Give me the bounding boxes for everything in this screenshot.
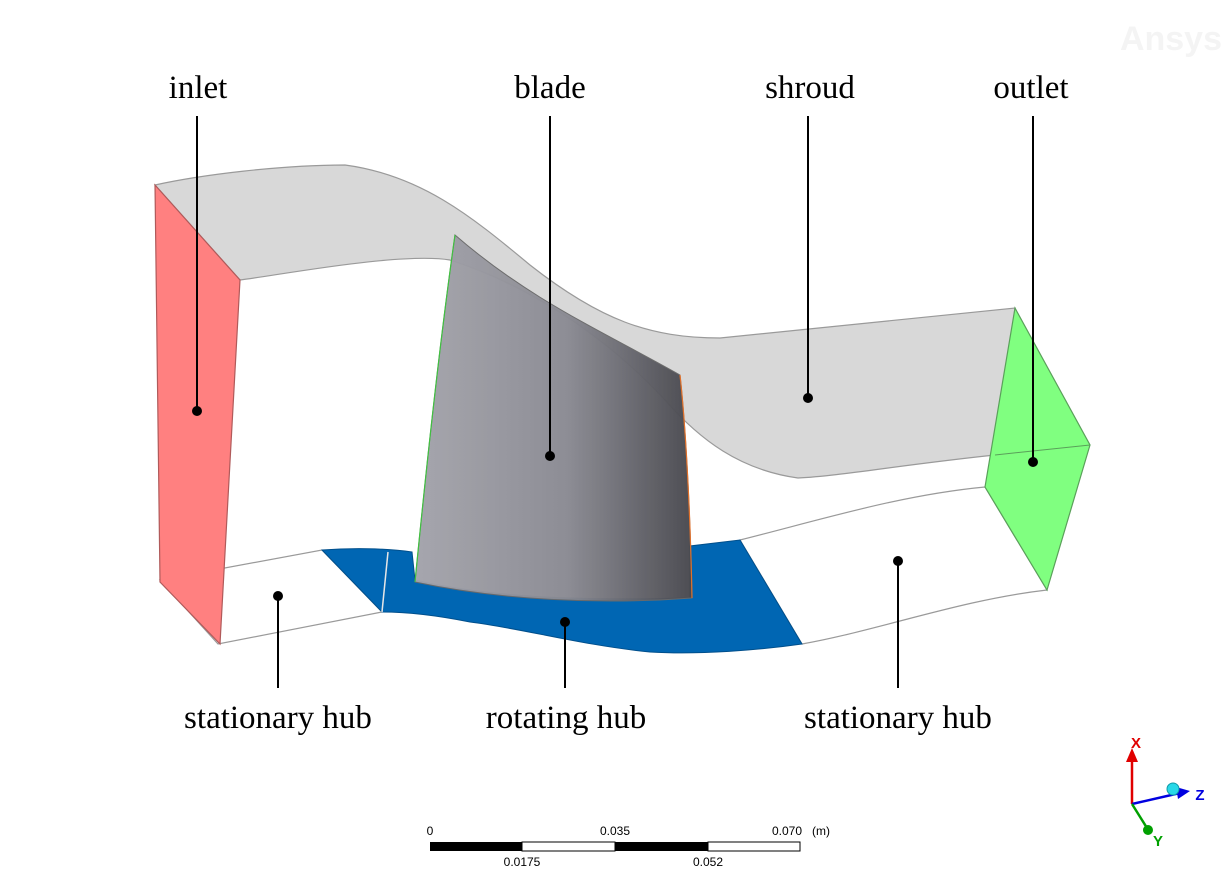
label-blade: blade (514, 70, 586, 106)
label-inlet: inlet (168, 70, 228, 106)
axis-x-label: X (1131, 735, 1141, 752)
axis-y-label: Y (1153, 833, 1163, 850)
label-stationary-hub-right: stationary hub (804, 700, 992, 736)
label-shroud: shroud (765, 70, 855, 106)
axis-z-label: Z (1195, 787, 1204, 804)
leader-markers (192, 393, 1038, 627)
axis-triad[interactable]: X Z Y (1126, 735, 1205, 850)
leader-lines (196, 116, 1034, 688)
label-rotating-hub: rotating hub (485, 700, 647, 736)
outlet-edge (994, 444, 1091, 456)
scale-tick-0052: 0.052 (693, 855, 723, 869)
label-stationary-hub-left: stationary hub (184, 700, 372, 736)
label-outlet: outlet (993, 70, 1069, 106)
blade-trailing-edge (679, 374, 693, 599)
scale-tick-00175: 0.0175 (504, 855, 541, 869)
scale-tick-0035: 0.035 (600, 824, 630, 838)
rotating-hub-edge (381, 551, 389, 613)
scale-tick-0: 0 (427, 824, 434, 838)
scale-unit: (m) (812, 824, 830, 838)
blade-leading-edge (414, 234, 456, 583)
outlet-surface[interactable] (984, 306, 1091, 592)
scale-bar: 0 0.035 0.070 (m) 0.0175 0.052 (427, 824, 830, 869)
ansys-watermark: Ansys (1119, 20, 1222, 58)
scale-tick-0070: 0.070 (772, 824, 802, 838)
